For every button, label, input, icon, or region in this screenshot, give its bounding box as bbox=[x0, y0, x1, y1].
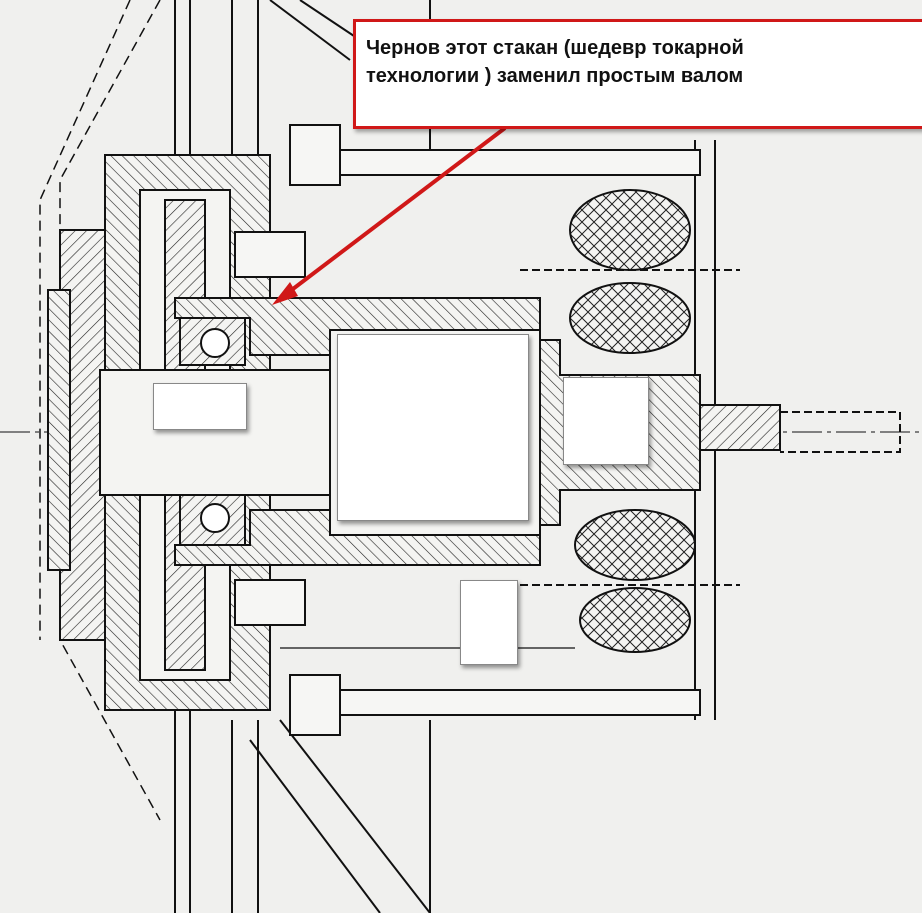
bearings bbox=[179, 314, 246, 546]
redaction-box bbox=[460, 580, 518, 665]
redaction-box bbox=[563, 377, 649, 465]
redaction-box bbox=[337, 334, 529, 521]
rubber-bushings bbox=[569, 189, 696, 653]
redaction-box bbox=[153, 383, 247, 430]
annotation-arrow bbox=[272, 126, 507, 305]
annotation-text: Чернов этот стакан (шедевр токарной техн… bbox=[366, 37, 744, 87]
bolts bbox=[234, 124, 901, 736]
annotation-callout: Чернов этот стакан (шедевр токарной техн… bbox=[353, 19, 922, 129]
